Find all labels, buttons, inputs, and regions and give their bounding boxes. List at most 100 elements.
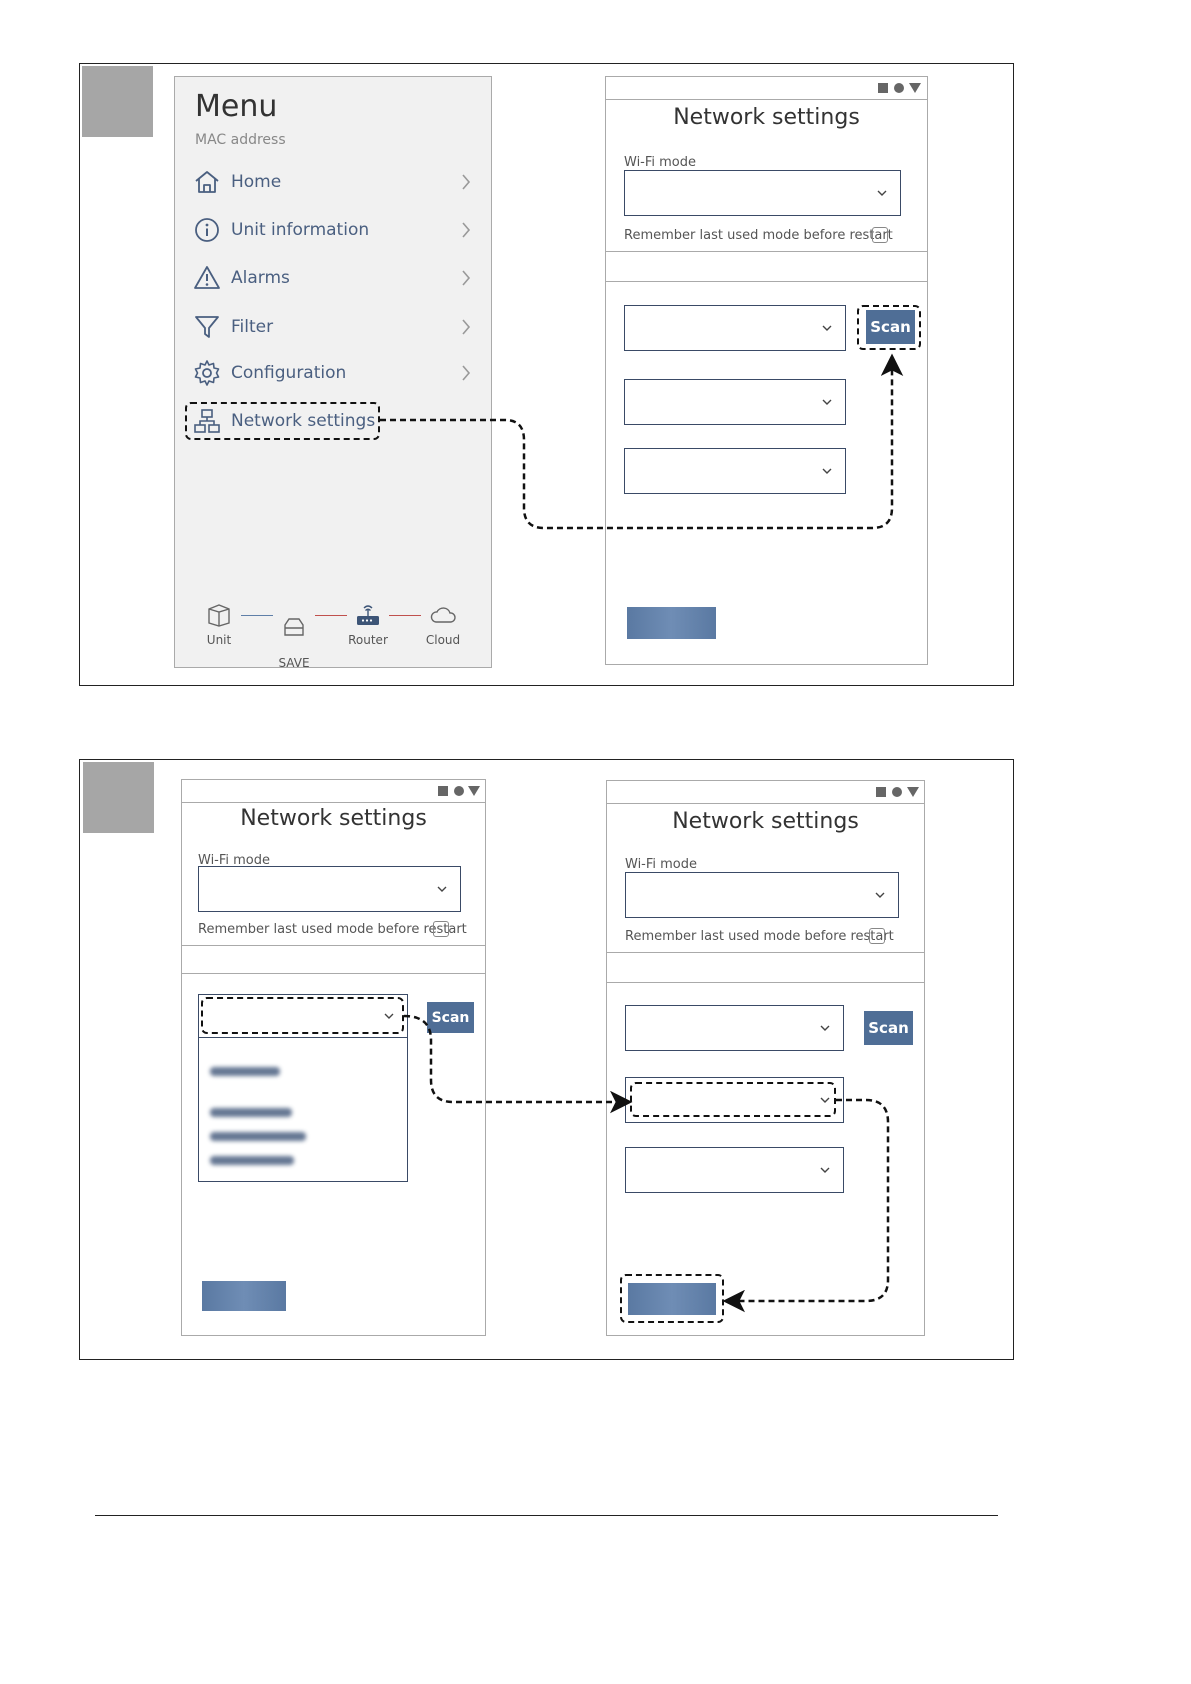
- remember-mode-label: Remember last used mode before restart: [198, 922, 467, 937]
- menu-title: Menu: [195, 89, 278, 124]
- wifi-mode-label: Wi-Fi mode: [625, 857, 698, 872]
- highlight-ssid-select: [201, 997, 404, 1034]
- connection-line: [389, 615, 421, 616]
- triangle-icon: [468, 786, 480, 796]
- save-connect-icon: [284, 618, 304, 636]
- save-button[interactable]: [627, 607, 716, 639]
- menu-item-label: Filter: [231, 317, 274, 337]
- password-select[interactable]: [625, 1147, 844, 1193]
- footer-rule: [95, 1515, 998, 1516]
- connection-node-cloud: Cloud: [408, 603, 478, 647]
- chevron-right-icon: [462, 270, 471, 286]
- menu-item-label: Configuration: [231, 363, 347, 383]
- info-icon: [195, 218, 219, 242]
- connection-label: Unit: [206, 633, 232, 647]
- remember-mode-label: Remember last used mode before restart: [625, 929, 894, 944]
- arrow-to-scan: [380, 353, 904, 530]
- menu-item-label: Alarms: [231, 268, 290, 288]
- chevron-right-icon: [462, 222, 471, 238]
- network-ssid-select[interactable]: [625, 1005, 844, 1051]
- wifi-mode-select[interactable]: [198, 866, 461, 912]
- network-settings-screen-1: Network settings Wi-Fi mode Remember las…: [605, 76, 928, 665]
- status-bar: [182, 780, 485, 803]
- circle-icon: [892, 787, 902, 797]
- list-item[interactable]: [210, 1108, 292, 1117]
- chevron-down-icon: [820, 1097, 830, 1103]
- divider: [606, 251, 927, 252]
- circle-icon: [894, 83, 904, 93]
- step-panel-1: [79, 63, 1014, 686]
- scan-button[interactable]: Scan: [866, 310, 915, 344]
- password-select[interactable]: [624, 448, 846, 494]
- chevron-right-icon: [462, 174, 471, 190]
- step-number-box-1: [82, 66, 153, 137]
- circle-icon: [454, 786, 464, 796]
- scan-button[interactable]: Scan: [427, 1002, 474, 1033]
- arrow-to-security: [403, 1014, 633, 1114]
- chevron-down-icon: [437, 886, 447, 892]
- chevron-down-icon: [822, 468, 832, 474]
- chevron-right-icon: [462, 319, 471, 335]
- square-icon: [438, 786, 448, 796]
- menu-item-filter[interactable]: Filter: [193, 309, 473, 345]
- wifi-mode-select[interactable]: [624, 170, 901, 216]
- wifi-mode-select[interactable]: [625, 872, 899, 918]
- remember-mode-checkbox[interactable]: [869, 928, 885, 944]
- divider: [182, 945, 485, 946]
- menu-item-unit-information[interactable]: Unit information: [193, 212, 473, 248]
- list-item[interactable]: [210, 1132, 306, 1141]
- remember-mode-checkbox[interactable]: [872, 227, 888, 243]
- page-title: Network settings: [240, 806, 427, 831]
- chevron-down-icon: [820, 1025, 830, 1031]
- save-button[interactable]: [202, 1281, 286, 1311]
- save-button[interactable]: [628, 1283, 716, 1315]
- gear-icon: [194, 360, 220, 386]
- menu-item-label: Unit information: [231, 220, 370, 240]
- wifi-mode-label: Wi-Fi mode: [624, 155, 697, 170]
- chevron-down-icon: [822, 399, 832, 405]
- cloud-icon: [430, 607, 456, 623]
- step-panel-2: [79, 759, 1014, 1360]
- connection-label: SAVE Connect: [278, 656, 310, 668]
- step-number-box-2: [83, 762, 154, 833]
- menu-item-configuration[interactable]: Configuration: [193, 355, 473, 391]
- network-settings-screen-2: Network settings Wi-Fi mode Remember las…: [181, 779, 486, 1336]
- list-item[interactable]: [210, 1156, 294, 1165]
- connection-node-save-connect: SAVE Connect: [259, 603, 329, 668]
- remember-mode-label: Remember last used mode before restart: [624, 228, 893, 243]
- list-item[interactable]: [210, 1067, 280, 1076]
- menu-screen: Menu MAC address Home Unit information A…: [174, 76, 492, 668]
- connection-label: Router: [348, 633, 388, 647]
- network-ssid-select[interactable]: [624, 305, 846, 351]
- divider: [606, 281, 927, 282]
- connection-line: [315, 615, 347, 616]
- menu-item-alarms[interactable]: Alarms: [193, 260, 473, 296]
- filter-icon: [195, 316, 219, 338]
- chevron-down-icon: [384, 1013, 394, 1019]
- alarm-icon: [194, 266, 220, 289]
- unit-icon: [208, 604, 230, 627]
- network-icon: [194, 409, 220, 433]
- divider: [182, 973, 485, 974]
- menu-item-home[interactable]: Home: [193, 164, 473, 200]
- network-settings-screen-3: Network settings Wi-Fi mode Remember las…: [606, 780, 925, 1336]
- chevron-down-icon: [877, 190, 887, 196]
- chevron-down-icon: [822, 325, 832, 331]
- connection-node-router: Router: [333, 603, 403, 647]
- page-title: Network settings: [672, 809, 859, 834]
- connection-line: [241, 615, 273, 616]
- page-title: Network settings: [673, 105, 860, 130]
- chevron-right-icon: [462, 365, 471, 381]
- menu-item-network-settings[interactable]: Network settings: [193, 403, 473, 439]
- divider: [607, 952, 924, 953]
- router-icon: [357, 605, 379, 625]
- home-icon: [195, 171, 219, 193]
- security-select[interactable]: [624, 379, 846, 425]
- menu-item-label: Network settings: [231, 411, 376, 431]
- chevron-down-icon: [875, 892, 885, 898]
- arrow-to-save: [722, 1098, 890, 1313]
- remember-mode-checkbox[interactable]: [433, 921, 449, 937]
- scan-button[interactable]: Scan: [864, 1011, 913, 1045]
- triangle-icon: [909, 83, 921, 93]
